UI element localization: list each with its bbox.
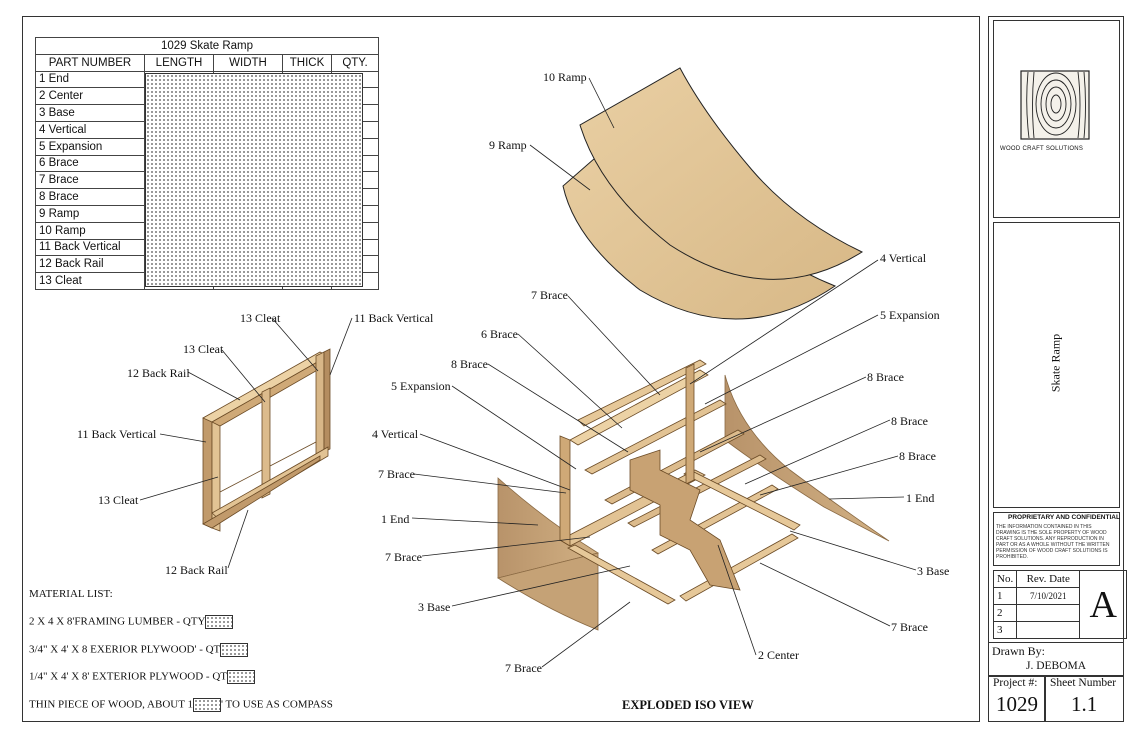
proprietary-panel (993, 512, 1120, 566)
framing-members (559, 359, 801, 605)
part-row-label: 10 Ramp (35, 221, 145, 240)
revision-letter: A (1079, 570, 1128, 639)
label-8-brace-right-3: 8 Brace (899, 449, 936, 463)
material-item-text-end: ' TO USE AS COMPASS (221, 698, 333, 711)
project-number-label: Project #: (993, 677, 1038, 689)
rev-col-date: Rev. Date (1016, 570, 1081, 588)
label-4-vertical-left: 4 Vertical (372, 427, 419, 441)
label-2-center: 2 Center (758, 648, 799, 662)
qty-blank-box (227, 670, 255, 684)
brace-7-top (569, 369, 709, 446)
material-item-text: 2 X 4 X 8'FRAMING LUMBER - QTY (29, 615, 206, 628)
end-panel-right (724, 374, 890, 542)
rev-no: 2 (992, 604, 1018, 622)
project-name-panel (993, 222, 1120, 508)
length-blank-box (193, 698, 221, 712)
material-item: 2 X 4 X 8'FRAMING LUMBER - QTY (29, 615, 234, 629)
cleat-lower (219, 469, 263, 493)
back-frame-assembly (202, 348, 331, 532)
part-row-label: 13 Cleat (35, 272, 145, 290)
label-7-brace-top: 7 Brace (531, 288, 568, 302)
sheet-number-label: Sheet Number (1050, 677, 1117, 689)
base-side-left (567, 544, 676, 605)
label-6-brace: 6 Brace (481, 327, 518, 341)
cleat-lower-right (269, 441, 317, 467)
logo-panel (993, 20, 1120, 218)
back-rail-bottom-side (202, 455, 321, 529)
label-4-vertical-right: 4 Vertical (880, 251, 927, 265)
material-list-heading: MATERIAL LIST: (29, 588, 113, 600)
sheet-number: 1.1 (1071, 692, 1098, 716)
material-item-text: 3/4" X 4' X 8 EXERIOR PLYWOOD' - QT (29, 643, 221, 656)
wood-grain-logo (1020, 70, 1090, 140)
brace-6 (577, 359, 707, 427)
ramp-10-panel (579, 67, 864, 280)
back-vertical-left-side (202, 412, 213, 529)
proprietary-text: THE INFORMATION CONTAINED IN THIS DRAWIN… (996, 524, 1110, 560)
label-8-brace-right-2: 8 Brace (891, 414, 928, 428)
project-number-panel (988, 676, 1045, 722)
rev-col-no: No. (992, 570, 1018, 588)
part-row-label: 6 Brace (35, 154, 145, 173)
label-11-back-vertical-top: 11 Back Vertical (354, 311, 434, 325)
label-3-base-left: 3 Base (418, 600, 451, 614)
rev-date (1016, 621, 1081, 639)
label-12-back-rail-top: 12 Back Rail (127, 366, 190, 380)
material-item: 3/4" X 4' X 8 EXERIOR PLYWOOD' - QT (29, 643, 249, 657)
material-item: 1/4" X 4' X 8' EXTERIOR PLYWOOD - QT (29, 670, 255, 684)
qty-blank-box (205, 615, 234, 629)
label-9-ramp: 9 Ramp (489, 138, 527, 152)
label-1-end-left: 1 End (381, 512, 410, 526)
drawn-by-name: J. DEBOMA (1026, 660, 1087, 672)
label-13-cleat-mid: 13 Cleat (183, 342, 224, 356)
label-8-brace-right-1: 8 Brace (867, 370, 904, 384)
back-vertical-right-side (323, 348, 331, 453)
proprietary-heading: PROPRIETARY AND CONFIDENTIAL (1008, 514, 1120, 521)
label-5-expansion-left: 5 Expansion (391, 379, 451, 393)
back-vertical-right (315, 351, 325, 457)
drawing-border (22, 16, 980, 722)
vertical-4-left (559, 435, 571, 547)
label-7-brace-right: 7 Brace (891, 620, 928, 634)
label-13-cleat-bottom: 13 Cleat (98, 493, 139, 507)
base-left (497, 552, 599, 631)
rev-no: 3 (992, 621, 1018, 639)
project-number: 1029 (996, 692, 1038, 716)
label-8-brace-left: 8 Brace (451, 357, 488, 371)
part-row-label: 4 Vertical (35, 120, 145, 139)
material-item-text: 1/4" X 4' X 8' EXTERIOR PLYWOOD - QT (29, 670, 227, 683)
company-name: WOOD CRAFT SOLUTIONS (1000, 146, 1084, 152)
rev-no: 1 (992, 587, 1018, 605)
ramp-panels (562, 67, 864, 320)
vertical-4-right (685, 363, 695, 485)
label-7-brace-left-2: 7 Brace (385, 550, 422, 564)
project-name-vertical: Skate Ramp (1048, 333, 1063, 393)
label-10-ramp: 10 Ramp (543, 70, 587, 84)
label-5-expansion-right: 5 Expansion (880, 308, 940, 322)
rev-date (1016, 604, 1081, 622)
dimension-fill-area (145, 73, 363, 287)
label-12-back-rail-bottom: 12 Back Rail (165, 563, 228, 577)
material-item: THIN PIECE OF WOOD, ABOUT 1 ' TO USE AS C… (29, 698, 333, 712)
drawn-by-label: Drawn By: (992, 644, 1045, 658)
cleat-middle (261, 387, 271, 499)
center-2-panel (629, 449, 741, 591)
sheet-number-panel (1045, 676, 1124, 722)
label-13-cleat-top: 13 Cleat (240, 311, 281, 325)
label-7-brace-left: 7 Brace (378, 467, 415, 481)
rev-date: 7/10/2021 (1016, 587, 1081, 605)
col-part-number: PART NUMBER (35, 53, 145, 72)
label-3-base-right: 3 Base (917, 564, 950, 578)
qty-blank-box (220, 643, 249, 657)
leader-lines (139, 77, 917, 668)
label-11-back-vertical-left: 11 Back Vertical (77, 427, 157, 441)
material-item-text: THIN PIECE OF WOOD, ABOUT 1 (29, 698, 193, 711)
view-title: EXPLODED ISO VIEW (622, 698, 754, 712)
drawn-by-panel (988, 642, 1124, 676)
label-1-end-right: 1 End (906, 491, 935, 505)
label-7-brace-bottom: 7 Brace (505, 661, 542, 675)
